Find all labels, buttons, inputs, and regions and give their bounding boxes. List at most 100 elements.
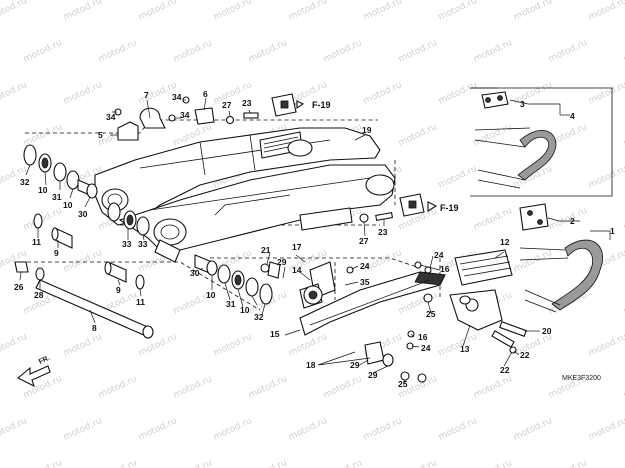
- nut-27-a: [225, 115, 235, 125]
- arrow-icon-front: [17, 365, 51, 388]
- watermark-text: motod.ru: [172, 458, 214, 468]
- callout-17[interactable]: 17: [292, 242, 302, 252]
- callout-11a[interactable]: 11: [32, 237, 41, 247]
- callout-33a[interactable]: 33: [122, 239, 132, 249]
- section-ref-upper[interactable]: F-19: [312, 100, 331, 110]
- callout-26[interactable]: 26: [14, 282, 24, 292]
- watermark-text: motod.ru: [547, 38, 589, 65]
- callout-32b[interactable]: 32: [254, 312, 264, 322]
- callout-19[interactable]: 19: [362, 125, 372, 135]
- bush-14: [267, 261, 281, 279]
- watermark-text: motod.ru: [547, 458, 589, 468]
- callout-7[interactable]: 7: [144, 90, 149, 100]
- callout-34b[interactable]: 34: [172, 92, 182, 102]
- callout-29b[interactable]: 29: [350, 360, 360, 370]
- callout-4[interactable]: 4: [570, 111, 575, 121]
- callout-14[interactable]: 14: [292, 265, 302, 275]
- callout-29c[interactable]: 29: [368, 370, 378, 380]
- callout-16b[interactable]: 16: [418, 332, 428, 342]
- collar-29-a: [364, 341, 385, 365]
- callout-25b[interactable]: 25: [398, 379, 408, 389]
- callout-10a[interactable]: 10: [38, 185, 48, 195]
- callout-22b[interactable]: 22: [500, 365, 510, 375]
- callout-10d[interactable]: 10: [240, 305, 250, 315]
- leader-lines: [19, 97, 611, 383]
- callout-34c[interactable]: 34: [180, 110, 190, 120]
- callout-5[interactable]: 5: [98, 130, 103, 140]
- watermark-text: motod.ru: [172, 374, 214, 401]
- callout-34a[interactable]: 34: [106, 112, 116, 122]
- callout-8[interactable]: 8: [92, 323, 97, 333]
- watermark-text: motod.ru: [0, 0, 29, 23]
- direction-label: FR.: [38, 355, 51, 366]
- watermark-text: motod.ru: [247, 458, 289, 468]
- watermark-text: motod.ru: [0, 332, 29, 359]
- callout-12[interactable]: 12: [500, 237, 510, 247]
- callout-28[interactable]: 28: [34, 290, 44, 300]
- callout-23a[interactable]: 23: [242, 98, 252, 108]
- axis-line-upper: [25, 119, 378, 134]
- callout-21[interactable]: 21: [261, 245, 271, 255]
- watermark-text: motod.ru: [437, 0, 479, 23]
- callout-23b[interactable]: 23: [378, 227, 388, 237]
- watermark-text: motod.ru: [512, 80, 554, 107]
- callout-10c[interactable]: 10: [206, 290, 216, 300]
- callout-31a[interactable]: 31: [52, 192, 62, 202]
- watermark-text: motod.ru: [362, 0, 404, 23]
- watermark-text: motod.ru: [62, 416, 104, 443]
- chain-inset-frame-upper: [470, 87, 613, 197]
- watermark-text: motod.ru: [22, 122, 64, 149]
- callout-31b[interactable]: 31: [226, 299, 236, 309]
- watermark-text: motod.ru: [512, 248, 554, 275]
- watermark-text: motod.ru: [362, 80, 404, 107]
- callout-11b[interactable]: 11: [136, 297, 145, 307]
- watermark-text: motod.ru: [587, 416, 625, 443]
- callout-16a[interactable]: 16: [440, 264, 450, 274]
- callout-6[interactable]: 6: [203, 89, 208, 99]
- callout-27a[interactable]: 27: [222, 100, 232, 110]
- watermark-text: motod.ru: [512, 416, 554, 443]
- drive-chain-upper: [474, 127, 557, 189]
- callout-24b[interactable]: 24: [434, 250, 444, 260]
- callout-30b[interactable]: 30: [190, 268, 200, 278]
- clip-6: [194, 107, 215, 125]
- callout-33b[interactable]: 33: [138, 239, 148, 249]
- arrow-icon-lower: [427, 201, 438, 212]
- watermark-text: motod.ru: [212, 0, 254, 23]
- callout-labels: 34 7 34 6 34 27 23 5 19 3 4 32 10 31 10 …: [14, 89, 615, 389]
- callout-15[interactable]: 15: [270, 329, 280, 339]
- callout-30a[interactable]: 30: [78, 209, 88, 219]
- watermark-text: motod.ru: [322, 458, 364, 468]
- watermark-text: motod.ru: [587, 0, 625, 23]
- watermark-text: motod.ru: [287, 416, 329, 443]
- callout-29a[interactable]: 29: [277, 257, 287, 267]
- callout-20[interactable]: 20: [542, 326, 552, 336]
- callout-18[interactable]: 18: [306, 360, 316, 370]
- watermark-text: motod.ru: [172, 38, 214, 65]
- callout-25a[interactable]: 25: [426, 309, 436, 319]
- callout-10b[interactable]: 10: [63, 200, 73, 210]
- master-link-upper: [481, 91, 509, 109]
- callout-24a[interactable]: 24: [360, 261, 370, 271]
- callout-1[interactable]: 1: [610, 226, 615, 236]
- callout-27b[interactable]: 27: [359, 236, 369, 246]
- watermark-text: motod.ru: [247, 38, 289, 65]
- callout-35[interactable]: 35: [360, 277, 370, 287]
- adjuster-slot-lower: [408, 200, 417, 209]
- watermark-text: motod.ru: [97, 374, 139, 401]
- callout-9b[interactable]: 9: [116, 285, 121, 295]
- watermark-text: motod.ru: [322, 38, 364, 65]
- callout-13[interactable]: 13: [460, 344, 470, 354]
- watermark-text: motod.ru: [62, 248, 104, 275]
- callout-22a[interactable]: 22: [520, 350, 530, 360]
- callout-32a[interactable]: 32: [20, 177, 30, 187]
- cable-clamp: [139, 107, 166, 129]
- callout-2[interactable]: 2: [570, 216, 575, 226]
- callout-24c[interactable]: 24: [421, 343, 431, 353]
- section-ref-lower[interactable]: F-19: [440, 203, 459, 213]
- watermark-text: motod.ru: [437, 416, 479, 443]
- callout-9a[interactable]: 9: [54, 248, 59, 258]
- bolt-23-a: [243, 112, 259, 119]
- callout-3[interactable]: 3: [520, 99, 525, 109]
